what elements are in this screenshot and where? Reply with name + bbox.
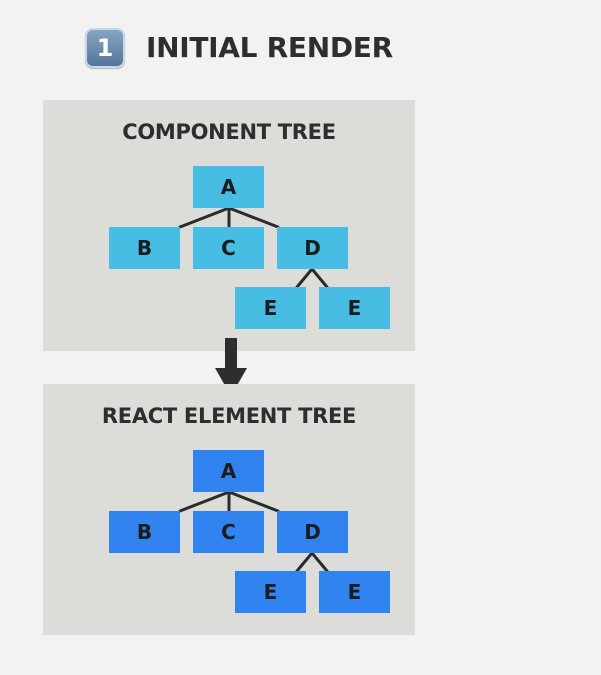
element-tree-connectors [178,490,329,573]
component-tree-title: COMPONENT TREE [122,120,336,144]
element-node-e-left: E [235,571,306,613]
connector-d-e1 [295,551,314,573]
element-node-e-right: E [319,571,390,613]
connector-d-e1 [295,267,314,289]
component-tree-connectors [178,206,329,289]
connector-a-b [178,490,231,513]
connector-a-d [227,490,280,513]
component-node-c: C [193,227,264,269]
element-tree-panel: REACT ELEMENT TREE A B C D E E [43,384,415,635]
connector-d-e2 [310,551,329,573]
element-node-a: A [193,450,264,492]
step-number-badge: 1 [85,28,125,68]
page-title: INITIAL RENDER [146,31,393,64]
component-tree-panel: COMPONENT TREE A B C D E E [43,100,415,351]
component-node-b: B [109,227,180,269]
down-arrow-icon [215,338,247,396]
component-node-e-left: E [235,287,306,329]
component-node-d: D [277,227,348,269]
element-node-b: B [109,511,180,553]
component-node-e-right: E [319,287,390,329]
connector-d-e2 [310,267,329,289]
element-tree-title: REACT ELEMENT TREE [101,404,357,428]
element-node-c: C [193,511,264,553]
component-node-a: A [193,166,264,208]
connector-a-d [227,206,280,229]
connector-a-b [178,206,231,229]
element-node-d: D [277,511,348,553]
